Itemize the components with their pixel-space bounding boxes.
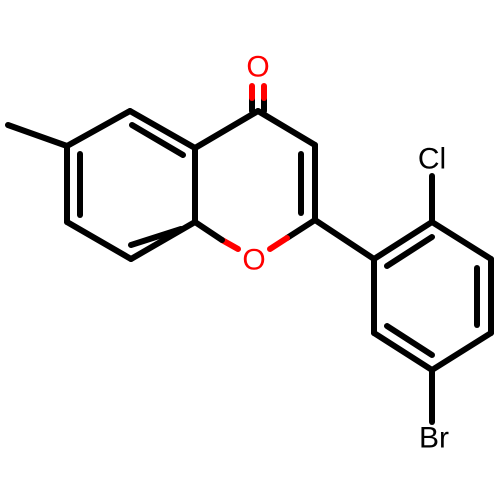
bond-c2-o1-black [284,217,318,241]
carbonyl-oxygen-label: O [246,51,269,84]
bromine-label: Br [419,422,449,455]
bond-methyl [5,122,70,149]
bond-benzo-1 [64,108,133,149]
bond-benzo-double-1 [129,122,186,158]
bond-aryl-1 [371,219,435,262]
bond-aryl-2 [429,219,494,262]
bond-c2-o1-red [267,235,290,252]
bond-benzo-2 [127,108,198,151]
bond-o1-c8a-black [192,219,225,243]
bond-aryl-4 [429,330,494,373]
bond-benzo-double-2 [128,226,184,248]
bond-c4-c3 [255,108,318,148]
bond-benzo-4 [128,219,198,262]
bond-benzo-5 [64,219,134,262]
bond-aryl-double-3 [384,323,435,358]
bond-c4-c4a [192,108,261,151]
bond-aryl-5 [371,330,435,373]
ring-oxygen-label: O [242,244,265,277]
bond-c2-aryl [312,217,377,262]
bond-o1-c8a-red [219,237,241,252]
bond-aryl-double-1 [384,234,435,269]
chlorine-label: Cl [418,143,446,176]
